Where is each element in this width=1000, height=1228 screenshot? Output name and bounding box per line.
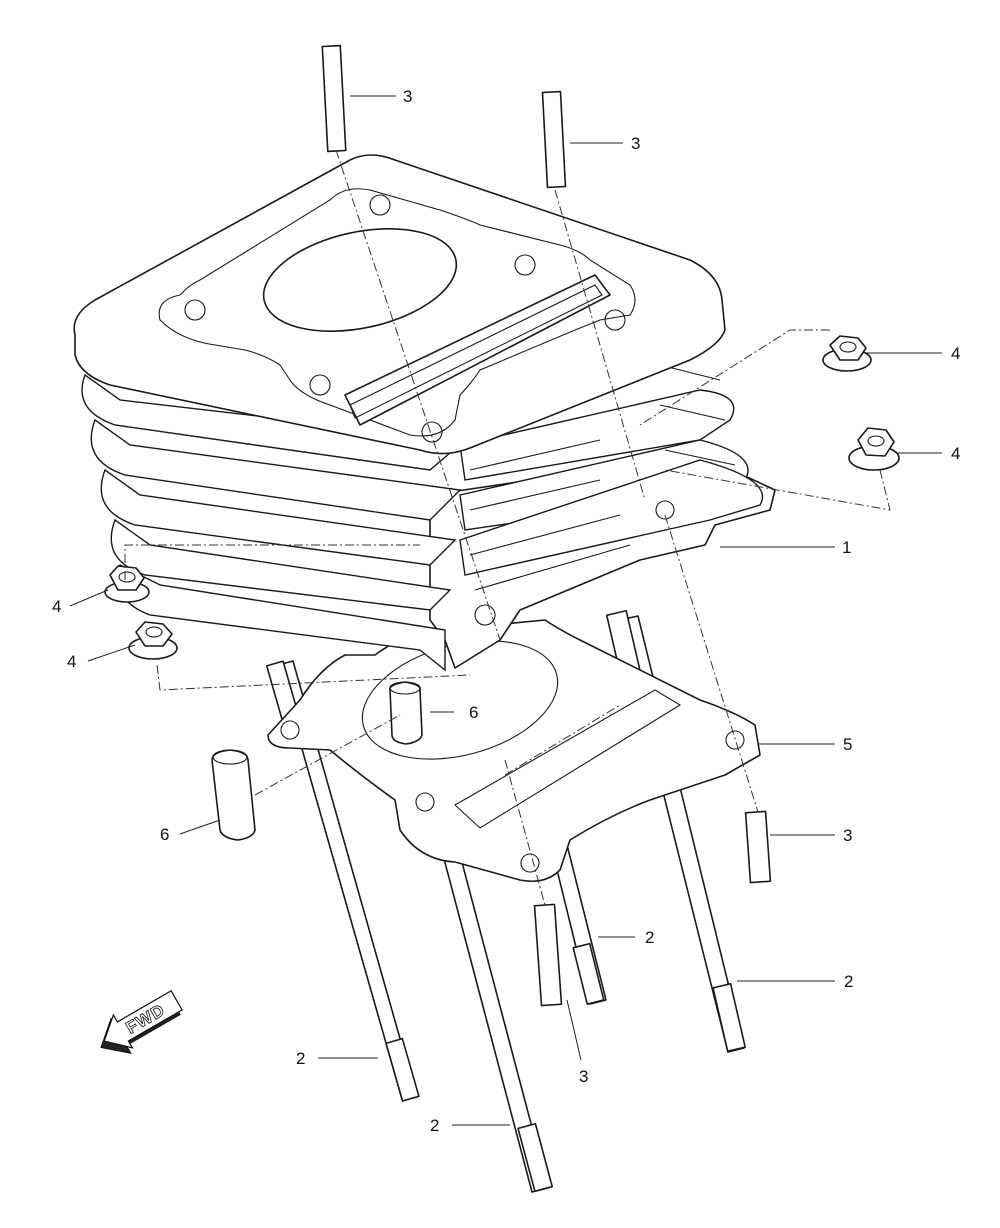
dowel-pins	[211, 681, 423, 841]
callout-3a: 3	[403, 87, 412, 106]
callout-4d: 4	[67, 652, 76, 671]
callout-1: 1	[842, 538, 851, 557]
assembly-centerlines	[124, 149, 891, 906]
callout-2b: 2	[430, 1116, 439, 1135]
short-studs	[321, 44, 772, 1007]
callout-2d: 2	[844, 972, 853, 991]
flange-nuts	[104, 335, 900, 660]
cylinder-block	[73, 154, 776, 672]
forward-direction-arrow-icon: FWD	[100, 990, 183, 1055]
callout-4c: 4	[52, 597, 61, 616]
callout-labels: 1 2 2 2 2 3 3 3 3 4 4 4 4 5 6 6	[52, 87, 960, 1135]
callout-4a: 4	[951, 344, 960, 363]
nut-top-right-2	[848, 427, 900, 471]
callout-leaders	[69, 95, 942, 1126]
nut-top-right-1	[822, 335, 872, 372]
callout-3c: 3	[843, 826, 852, 845]
callout-5: 5	[843, 735, 852, 754]
callout-6b: 6	[160, 825, 169, 844]
callout-2a: 2	[296, 1049, 305, 1068]
nut-left-2	[128, 621, 178, 660]
callout-3b: 3	[631, 134, 640, 153]
nut-left-1	[104, 565, 150, 603]
callout-6a: 6	[469, 703, 478, 722]
callout-4b: 4	[951, 444, 960, 463]
callout-2c: 2	[645, 928, 654, 947]
callout-3d: 3	[579, 1067, 588, 1086]
